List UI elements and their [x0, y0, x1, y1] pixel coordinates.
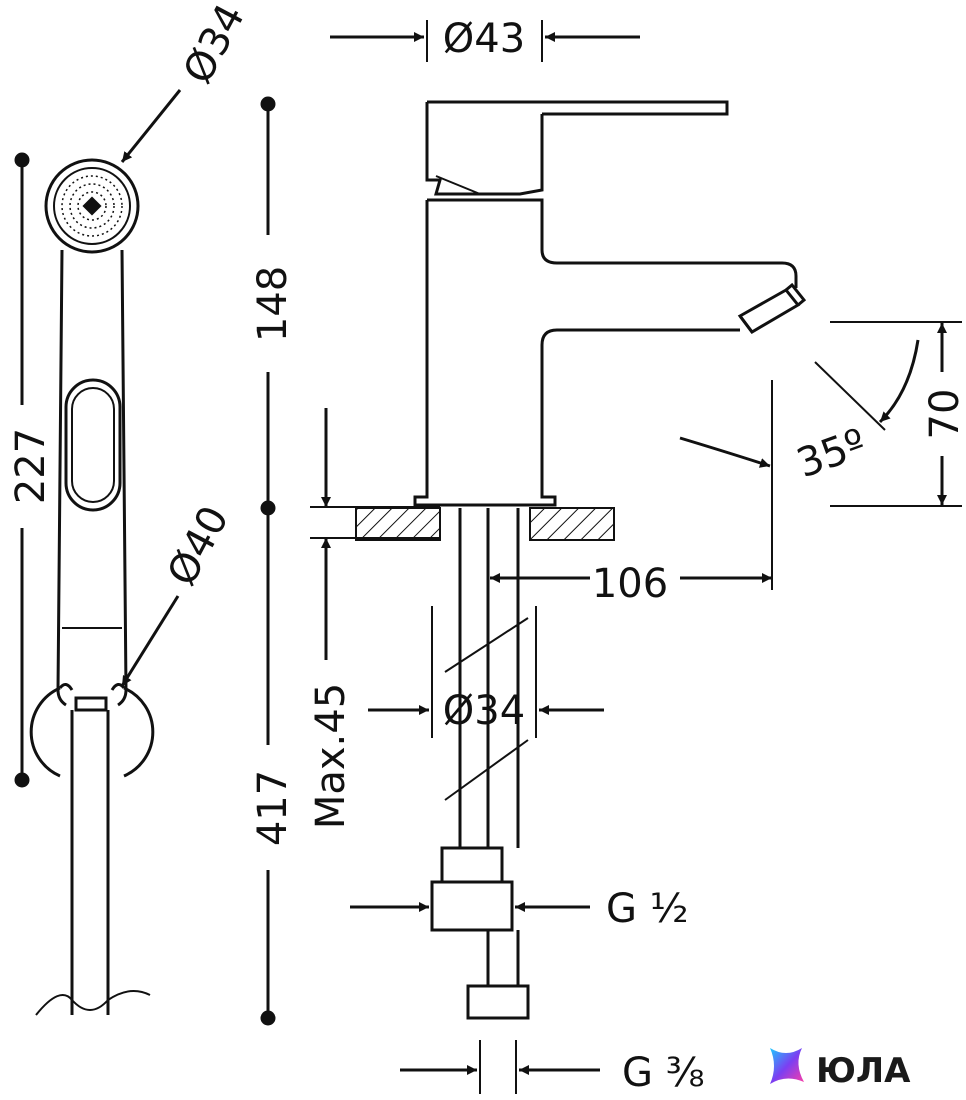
supply-tubes [430, 508, 537, 1094]
mixer-spout-top [427, 198, 798, 288]
nut-g12 [430, 880, 514, 932]
break-line-bottom [444, 739, 529, 801]
label-o34-head: Ø34 [175, 0, 254, 91]
label-g12: G ½ [606, 886, 688, 932]
dim-70 [830, 321, 962, 507]
mixer-body [413, 100, 807, 507]
label-70: 70 [922, 389, 966, 440]
dim-o43 [330, 20, 640, 62]
dim-227 [14, 152, 30, 788]
label-g38: G ⅜ [622, 1050, 704, 1096]
dim-35deg [679, 339, 920, 468]
label-35deg: 35º [791, 420, 872, 487]
logo-text: ЮЛА [816, 1051, 911, 1091]
holder-right [123, 686, 155, 778]
mixer-lever [427, 100, 729, 116]
nut-upper [440, 846, 504, 884]
label-max45: Max.45 [308, 683, 354, 829]
hose-break [35, 990, 151, 1016]
shower-head-outline [44, 158, 140, 254]
hose-connector [74, 696, 108, 712]
shower-head-inner [53, 167, 131, 245]
nut-g38 [466, 984, 530, 1020]
handshower-view [29, 158, 155, 1016]
handshower-trigger [64, 378, 122, 512]
leader-o34-head [120, 89, 182, 163]
mixer-body-outline [413, 200, 740, 507]
mixer-head [425, 102, 544, 196]
deck [355, 507, 615, 541]
label-106: 106 [592, 561, 668, 607]
label-417: 417 [250, 770, 296, 846]
holder-left [29, 686, 61, 778]
label-o43: Ø43 [443, 16, 525, 62]
brand-logo: ЮЛА [770, 1048, 911, 1091]
label-227: 227 [8, 428, 54, 504]
handshower-handle [56, 249, 128, 691]
dim-106 [490, 380, 773, 590]
shower-nozzles [61, 175, 123, 237]
label-148: 148 [250, 266, 296, 342]
leader-o40-holder [120, 595, 180, 687]
break-line-top [444, 617, 529, 673]
dim-148-417 [260, 96, 276, 1026]
label-o40-holder: Ø40 [159, 499, 238, 593]
label-o34-tube: Ø34 [443, 688, 525, 734]
logo-star-icon [770, 1048, 804, 1084]
